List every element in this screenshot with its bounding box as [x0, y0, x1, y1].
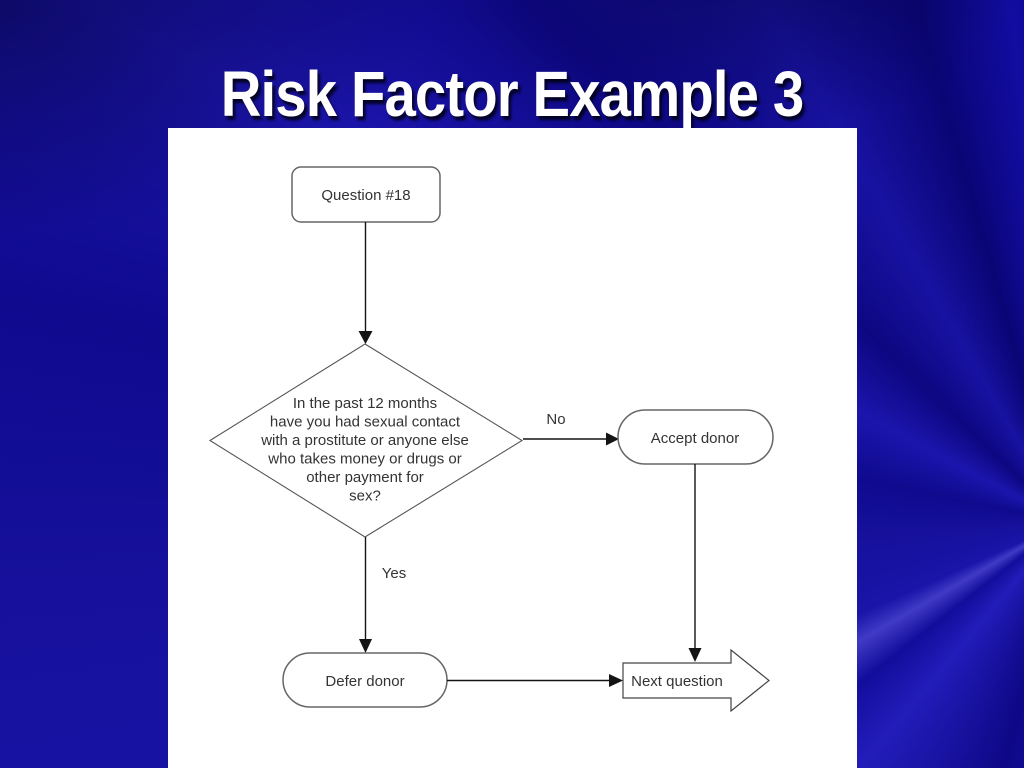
slide-title: Risk Factor Example 3 — [220, 58, 804, 130]
node-next-question-label: Next question — [631, 673, 723, 690]
arrowhead-accept-to-next — [688, 648, 702, 662]
decision-line-1: In the past 12 months — [293, 395, 437, 412]
arrowhead-decision-to-defer — [359, 639, 372, 653]
decision-line-5: other payment for — [306, 469, 424, 486]
node-defer-donor-label: Defer donor — [325, 673, 404, 690]
decision-line-6: sex? — [349, 488, 381, 505]
arrowhead-decision-to-accept — [606, 432, 619, 446]
arrowhead-question-to-decision — [358, 331, 373, 344]
node-next-question — [622, 648, 770, 713]
node-question-18-label: Question #18 — [321, 187, 410, 204]
decision-line-4: who takes money or drugs or — [267, 451, 461, 468]
flowchart-svg: Question #18 In the past 12 months have … — [208, 166, 774, 713]
node-accept-donor-label: Accept donor — [651, 430, 739, 447]
decision-line-2: have you had sexual contact — [270, 414, 461, 431]
branch-no-label: No — [546, 411, 565, 428]
arrowhead-defer-to-next — [609, 674, 623, 687]
decision-line-3: with a prostitute or anyone else — [260, 432, 469, 449]
branch-yes-label: Yes — [382, 565, 406, 582]
flowchart-canvas: Question #18 In the past 12 months have … — [168, 128, 857, 768]
